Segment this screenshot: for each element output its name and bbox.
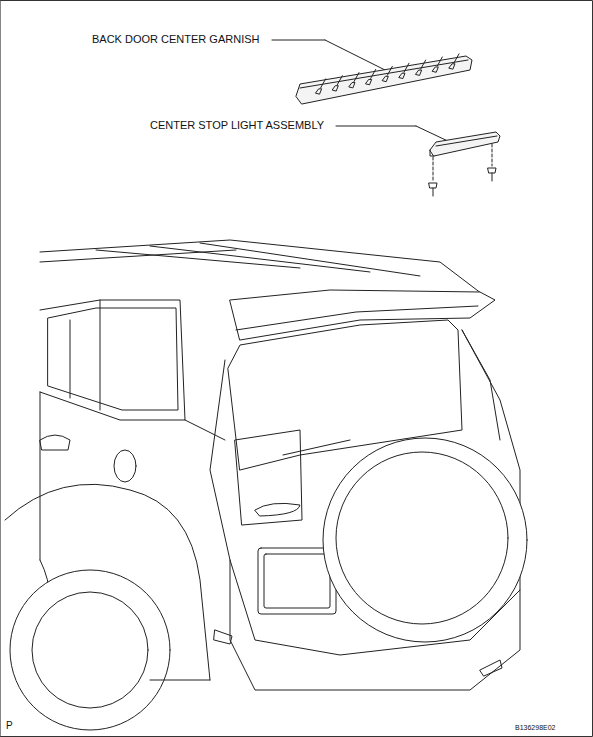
clip-mark bbox=[454, 54, 459, 63]
clip-mark bbox=[449, 64, 455, 69]
clip-mark bbox=[432, 67, 438, 72]
clip-mark bbox=[349, 83, 355, 88]
stop-light-part bbox=[429, 132, 500, 196]
clip-mark bbox=[332, 86, 338, 91]
part-name: CENTER STOP LIGHT ASSEMBLY bbox=[150, 119, 324, 132]
garnish-part bbox=[296, 54, 472, 104]
clip-mark bbox=[421, 60, 426, 69]
clip-mark bbox=[399, 73, 405, 78]
clip-mark bbox=[416, 70, 422, 75]
leader-line bbox=[336, 126, 416, 127]
page-mark: P bbox=[6, 719, 13, 732]
part-name: BACK DOOR CENTER GARNISH bbox=[92, 33, 259, 46]
leader-line bbox=[325, 40, 385, 70]
clip-mark bbox=[371, 69, 376, 78]
leader-line bbox=[272, 40, 325, 41]
clip-mark bbox=[387, 66, 392, 75]
clip-mark bbox=[316, 89, 322, 94]
clip-mark bbox=[382, 76, 388, 81]
clip-mark bbox=[404, 63, 409, 72]
clip-mark bbox=[437, 57, 442, 66]
clip-mark bbox=[321, 79, 326, 88]
vehicle-illustration bbox=[5, 240, 527, 730]
clip-mark bbox=[366, 79, 372, 84]
clip-mark bbox=[337, 76, 342, 85]
clip-mark bbox=[354, 73, 359, 82]
figure-code: B136298E02 bbox=[515, 721, 555, 734]
